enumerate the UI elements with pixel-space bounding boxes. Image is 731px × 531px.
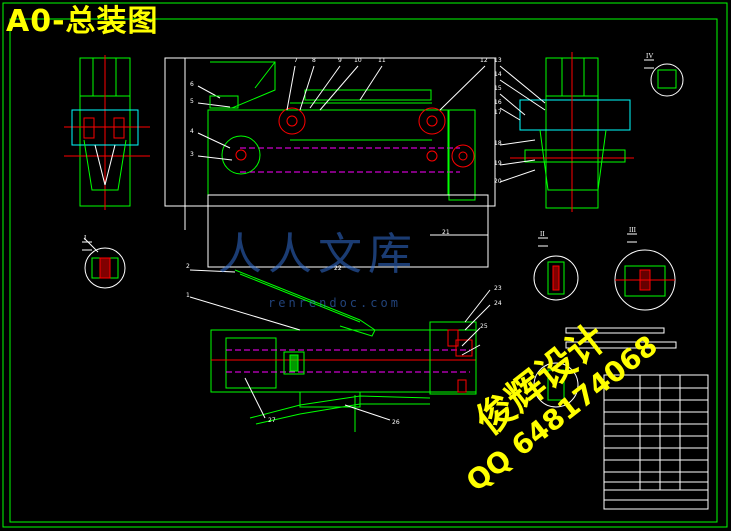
callout-2: 2: [186, 263, 190, 270]
section-marker-II: II: [538, 230, 548, 247]
callout-5: 5: [190, 98, 194, 105]
svg-text:IV: IV: [646, 52, 653, 60]
section-marker-IV: IV: [644, 52, 654, 69]
left-side-view: [64, 55, 150, 210]
callout-3: 3: [190, 151, 194, 158]
svg-text:III: III: [629, 226, 637, 234]
callout-17: 17: [494, 109, 502, 116]
callout-19: 19: [494, 160, 502, 167]
callout-26: 26: [392, 419, 400, 426]
callout-20: 20: [494, 178, 502, 185]
section-marker-I: I: [82, 234, 92, 251]
callout-21: 21: [442, 229, 450, 236]
watermark-text: 人人文库: [218, 229, 418, 280]
detail-I: [83, 237, 126, 289]
svg-text:I: I: [84, 234, 87, 242]
section-marker-III: III: [627, 226, 637, 243]
upper-main-view: [164, 57, 496, 268]
right-side-view: [499, 52, 684, 212]
callout-1: 1: [186, 292, 190, 299]
svg-text:II: II: [540, 230, 545, 238]
callout-7: 7: [294, 57, 298, 64]
callout-15: 15: [494, 85, 502, 92]
detail-II: [533, 255, 579, 408]
drawing-frame-inner: [9, 18, 718, 523]
lower-main-view: [189, 269, 491, 432]
callout-22: 22: [334, 265, 342, 272]
parts-list-table: [565, 327, 709, 510]
callout-18: 18: [494, 140, 502, 147]
watermark-url: renrendoc.com: [268, 296, 401, 310]
callout-6: 6: [190, 81, 194, 88]
drawing-title: A0-总装图: [6, 4, 159, 39]
callout-27: 27: [268, 417, 276, 424]
callout-25: 25: [480, 323, 488, 330]
callout-4: 4: [190, 128, 194, 135]
callout-13: 13: [494, 57, 502, 64]
callout-10: 10: [354, 57, 362, 64]
callout-11: 11: [378, 57, 386, 64]
callout-16: 16: [494, 99, 502, 106]
callout-12: 12: [480, 57, 488, 64]
callout-14: 14: [494, 71, 502, 78]
callout-8: 8: [312, 57, 316, 64]
detail-III: [614, 249, 676, 311]
callout-23: 23: [494, 285, 502, 292]
callout-24: 24: [494, 300, 502, 307]
callout-9: 9: [338, 57, 342, 64]
